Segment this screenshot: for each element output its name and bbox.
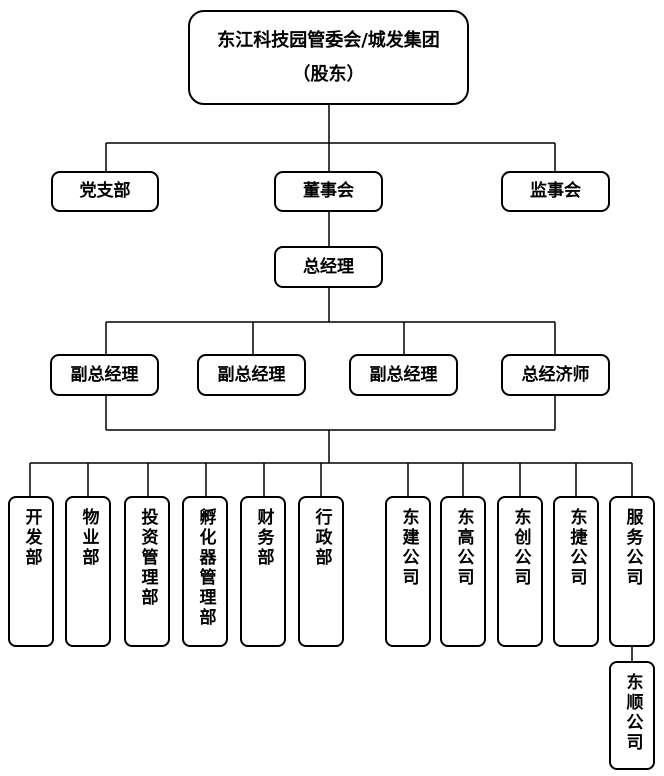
- vice-gm-box-2: 副总经理: [197, 354, 306, 396]
- department-label: 物业部: [78, 508, 99, 568]
- board-box: 董事会: [274, 171, 383, 212]
- vice-gm-label-1: 副总经理: [70, 364, 139, 385]
- department-label: 财务部: [253, 508, 274, 568]
- vice-gm-label-3: 副总经理: [369, 364, 438, 385]
- department-box: 开发部: [8, 496, 54, 647]
- department-label: 行政部: [311, 508, 332, 568]
- general-manager-label: 总经理: [303, 256, 354, 277]
- department-box: 孵化器管理部: [182, 496, 228, 647]
- board-label: 董事会: [303, 181, 354, 202]
- party-branch-label: 党支部: [79, 181, 131, 202]
- company-box: 东创公司: [497, 496, 543, 647]
- company-box: 东捷公司: [553, 496, 599, 647]
- department-box: 行政部: [298, 496, 344, 647]
- company-box: 东高公司: [440, 496, 486, 647]
- department-box: 投资管理部: [124, 496, 170, 647]
- department-box: 物业部: [65, 496, 111, 647]
- chief-economist-box: 总经济师: [501, 354, 610, 396]
- shareholder-subtitle: （股东）: [292, 63, 365, 85]
- party-branch-box: 党支部: [51, 171, 159, 212]
- company-label: 东捷公司: [566, 508, 587, 588]
- company-label: 服务公司: [622, 508, 643, 588]
- shareholder-box: 东江科技园管委会/城发集团 （股东）: [188, 10, 469, 105]
- department-label: 孵化器管理部: [195, 508, 216, 628]
- chief-economist-label: 总经济师: [521, 364, 590, 385]
- department-box: 财务部: [240, 496, 286, 647]
- department-label: 开发部: [21, 508, 42, 568]
- company-label: 东创公司: [510, 508, 531, 588]
- supervisory-board-box: 监事会: [501, 171, 610, 212]
- company-label: 东建公司: [398, 508, 419, 588]
- company-box: 东建公司: [385, 496, 431, 647]
- supervisory-board-label: 监事会: [530, 181, 581, 202]
- company-box: 服务公司: [609, 496, 655, 647]
- company-label: 东高公司: [453, 508, 474, 588]
- vice-gm-box-3: 副总经理: [349, 354, 458, 396]
- general-manager-box: 总经理: [274, 246, 383, 288]
- sub-company-box: 东顺公司: [609, 661, 655, 770]
- vice-gm-label-2: 副总经理: [217, 364, 286, 385]
- vice-gm-box-1: 副总经理: [50, 354, 159, 396]
- shareholder-title: 东江科技园管委会/城发集团: [217, 29, 440, 51]
- department-label: 投资管理部: [137, 508, 158, 608]
- sub-company-label: 东顺公司: [622, 673, 643, 753]
